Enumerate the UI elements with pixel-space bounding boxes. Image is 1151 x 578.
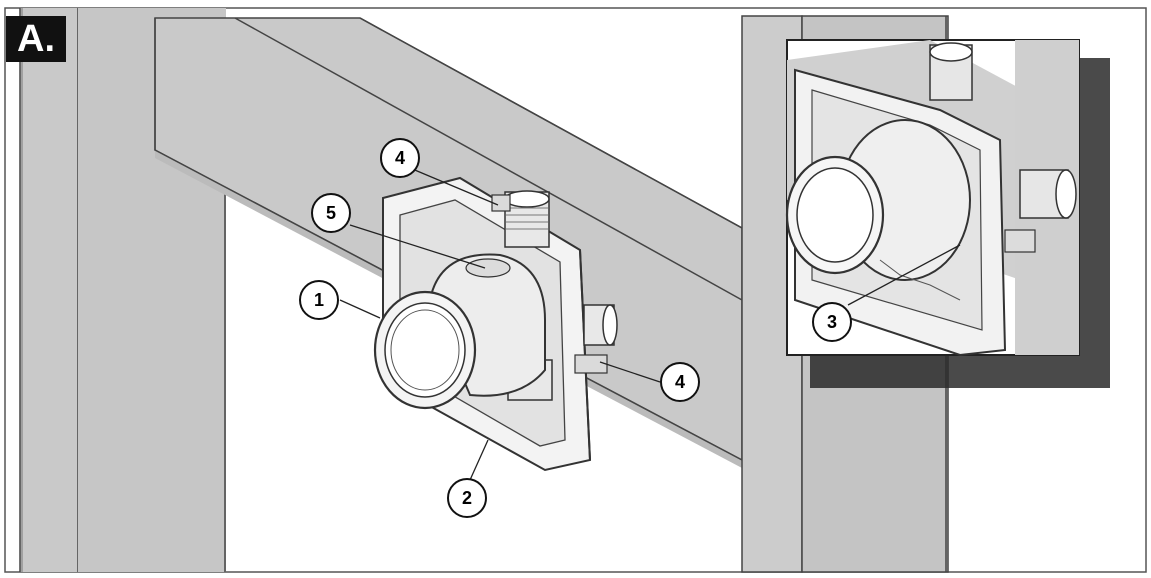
callout-4-top: 4 [380,138,420,178]
callout-1: 1 [299,280,339,320]
inset-detail [785,39,1080,357]
callout-4-right-label: 4 [675,372,685,392]
callout-5-label: 5 [326,203,336,223]
panel-label: A. [6,16,66,62]
callout-4-top-label: 4 [395,148,405,168]
callout-2-label: 2 [462,488,472,508]
valve-assembly [373,176,618,472]
left-stud [19,8,79,572]
callout-4-right: 4 [660,362,700,402]
callout-3-label: 3 [827,312,837,332]
callout-3: 3 [812,302,852,342]
callout-2: 2 [447,478,487,518]
leader-lines [339,167,961,481]
callout-5: 5 [311,193,351,233]
callout-1-label: 1 [314,290,324,310]
